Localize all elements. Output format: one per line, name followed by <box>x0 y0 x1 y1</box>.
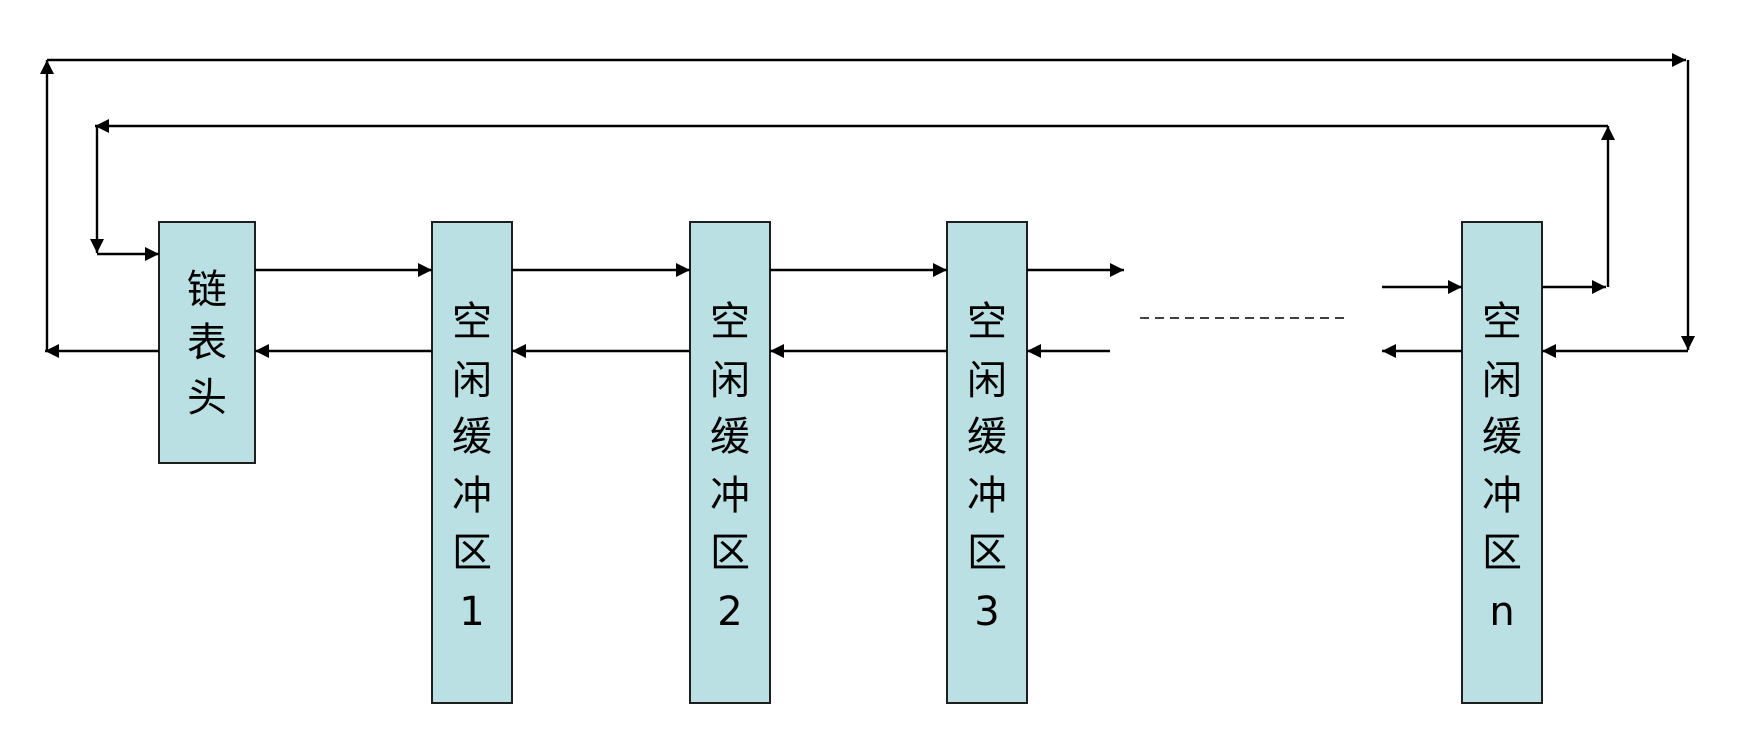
free-buffer-node-3: 空 闲 缓 冲 区 3 <box>946 221 1028 704</box>
node-label-char: 区 <box>710 530 750 576</box>
node-label-char: 闲 <box>967 358 1007 404</box>
node-label-char: 缓 <box>967 414 1007 460</box>
free-buffer-node-1: 空 闲 缓 冲 区 1 <box>431 221 513 704</box>
node-label-char: 空 <box>967 299 1007 345</box>
node-label-char: 2 <box>717 589 742 635</box>
node-label-char: 冲 <box>1482 473 1522 519</box>
node-label-char: 区 <box>967 530 1007 576</box>
node-label-char: 闲 <box>710 358 750 404</box>
node-label-char: 空 <box>710 299 750 345</box>
node-label-char: 3 <box>974 589 999 635</box>
node-label-char: 链 <box>187 267 227 313</box>
free-buffer-node-2: 空 闲 缓 冲 区 2 <box>689 221 771 704</box>
list-head-node: 链 表 头 <box>158 221 256 464</box>
node-label-char: 头 <box>187 375 227 421</box>
node-label-char: 区 <box>452 530 492 576</box>
node-label-char: 空 <box>1482 299 1522 345</box>
forward-links <box>255 263 1462 294</box>
inner-circular-loop <box>90 119 1615 294</box>
node-label-char: 冲 <box>452 473 492 519</box>
node-label-char: 闲 <box>1482 358 1522 404</box>
free-buffer-node-n: 空 闲 缓 冲 区 n <box>1461 221 1543 704</box>
node-label-char: 缓 <box>710 414 750 460</box>
node-label-char: 冲 <box>710 473 750 519</box>
node-label-char: 缓 <box>1482 414 1522 460</box>
node-label-char: 1 <box>459 589 484 635</box>
node-label-char: 区 <box>1482 530 1522 576</box>
node-label-char: 空 <box>452 299 492 345</box>
node-label-char: 表 <box>187 320 227 366</box>
outer-circular-loop <box>40 53 1695 358</box>
node-label-char: 闲 <box>452 358 492 404</box>
node-label-char: 冲 <box>967 473 1007 519</box>
node-label-char: n <box>1489 589 1514 635</box>
node-label-char: 缓 <box>452 414 492 460</box>
